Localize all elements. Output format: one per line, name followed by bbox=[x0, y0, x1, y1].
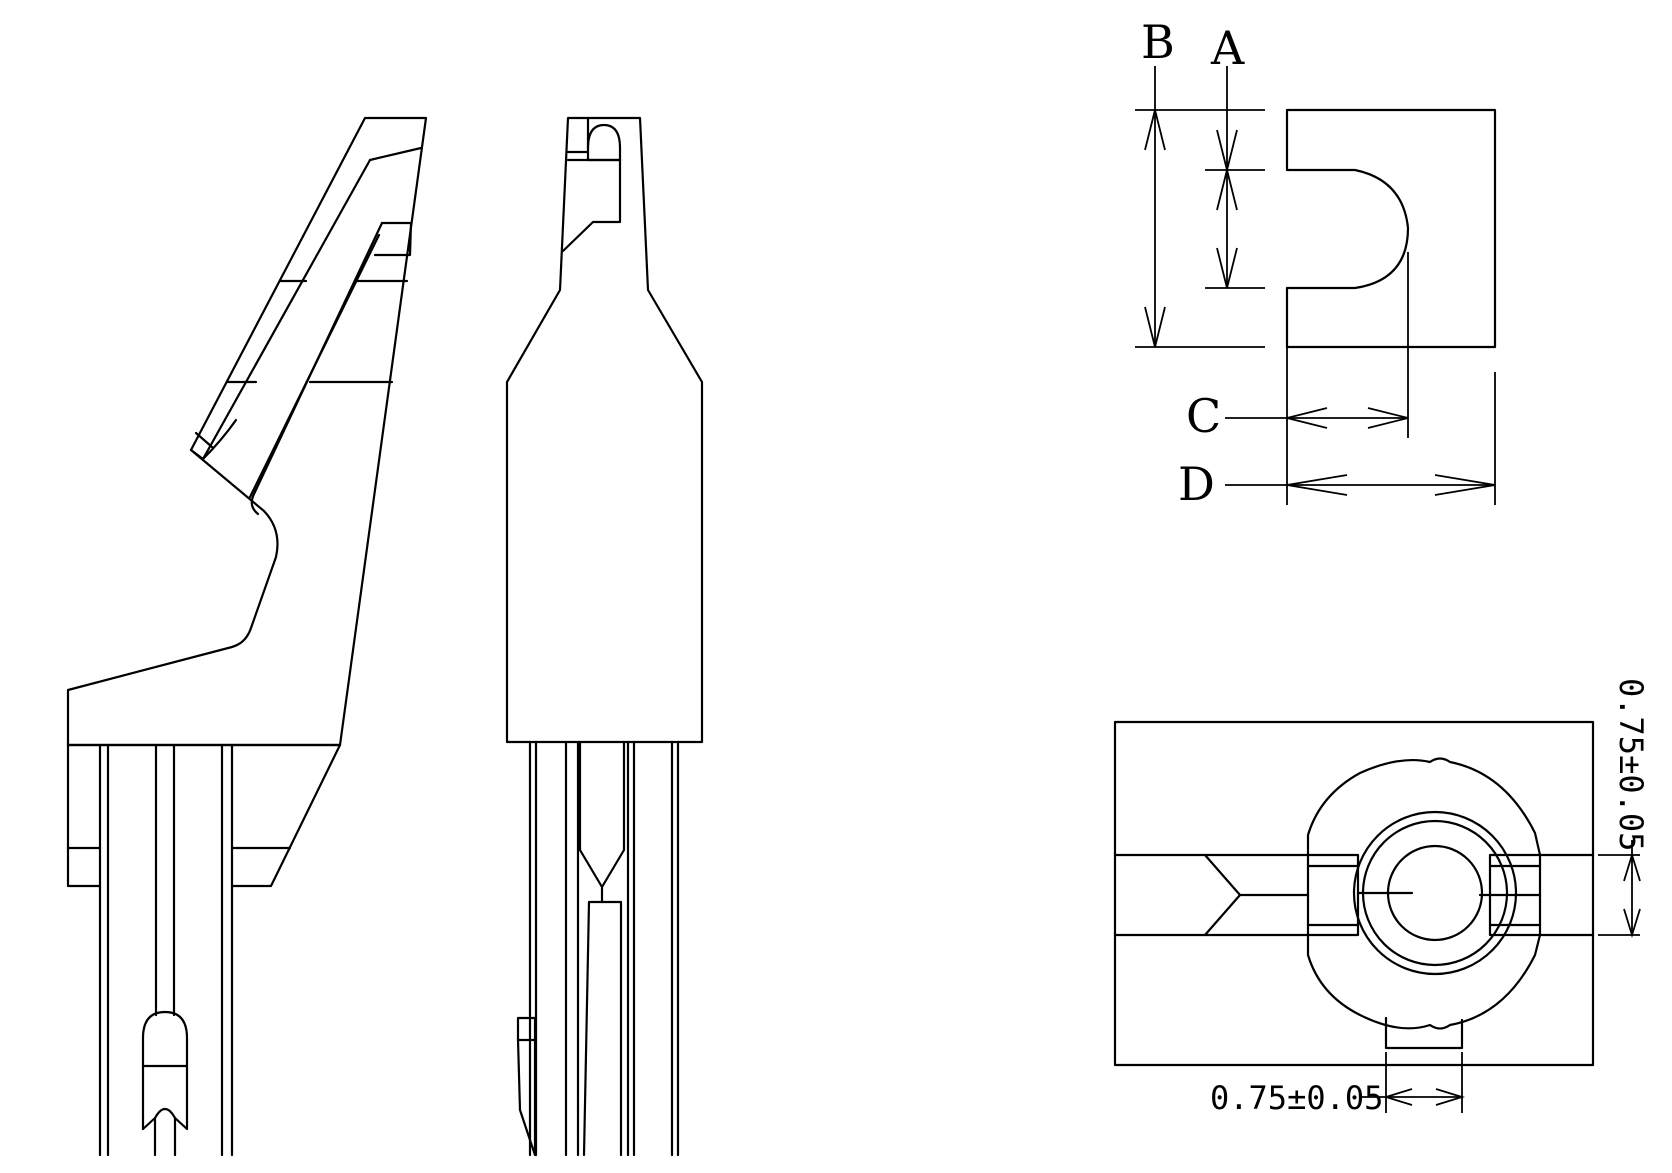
bottom-view: 0.75±0.05 0.75±0.05 bbox=[1113, 678, 1650, 1117]
front-view bbox=[505, 116, 704, 1157]
label-b: B bbox=[1141, 15, 1175, 69]
dimension-horizontal: 0.75±0.05 bbox=[1210, 1079, 1383, 1117]
label-d: D bbox=[1178, 457, 1215, 511]
label-c: C bbox=[1186, 389, 1221, 443]
dimension-vertical: 0.75±0.05 bbox=[1612, 678, 1650, 851]
side-view bbox=[66, 116, 428, 1157]
label-a: A bbox=[1210, 21, 1245, 75]
contact-detail-view: B A C D bbox=[1135, 15, 1497, 511]
